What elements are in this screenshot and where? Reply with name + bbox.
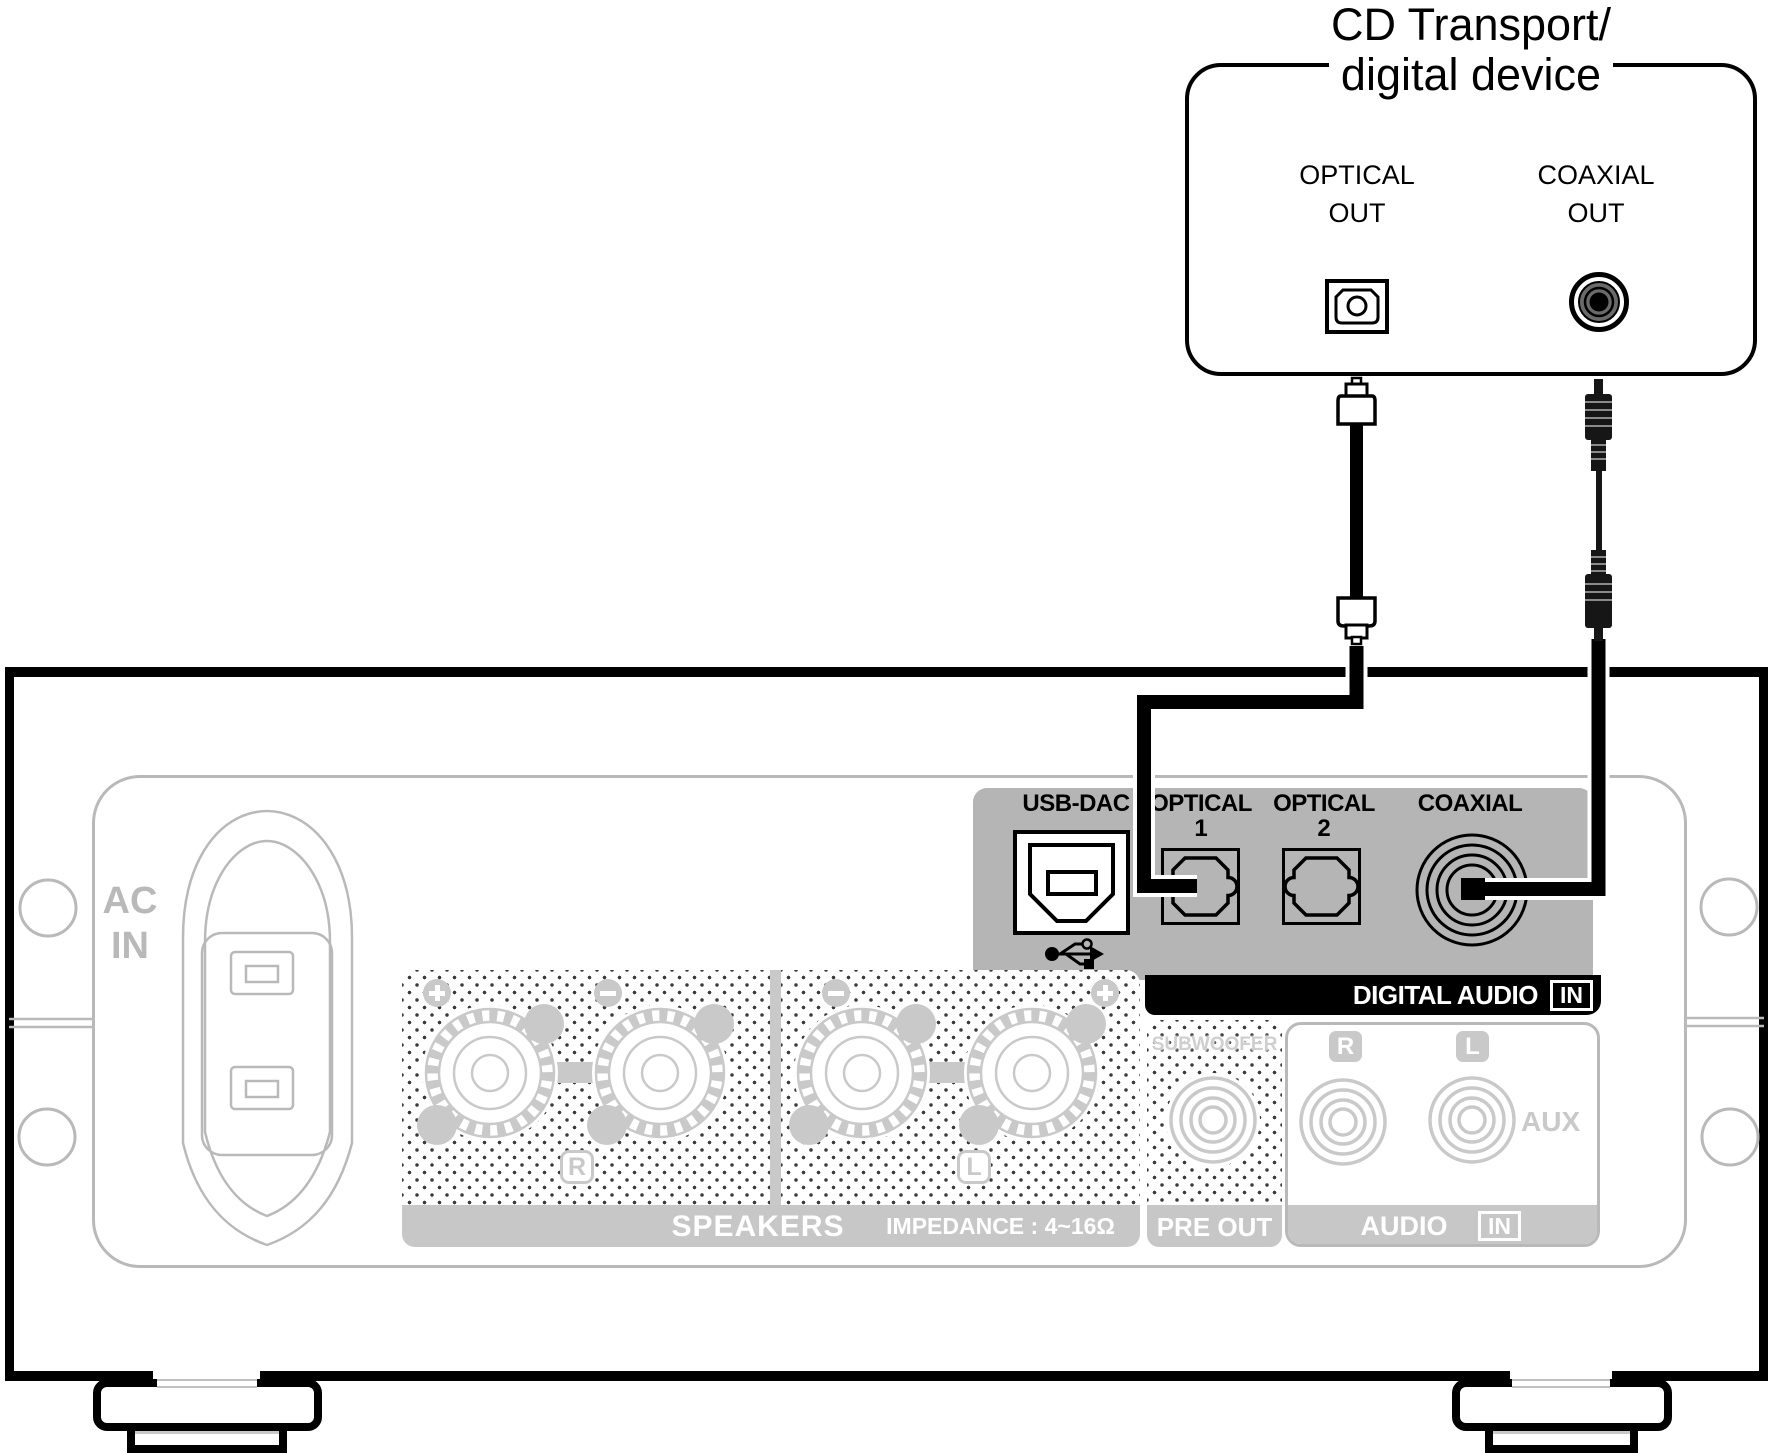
amp-bottom-edge (260, 1371, 1510, 1381)
plus-terminal-icon (1091, 979, 1119, 1007)
plus-terminal-icon (423, 979, 451, 1007)
right-foot-base (1485, 1431, 1638, 1453)
pre-out-label: PRE OUT (1156, 1212, 1273, 1242)
usb-dac-port (1013, 830, 1130, 935)
audio-in-strip (1288, 1205, 1597, 1244)
toslink-plug-icon (1336, 596, 1377, 646)
toslink-plug-icon (1336, 376, 1377, 426)
optical1-port (1161, 848, 1240, 925)
digital-audio-in-banner: DIGITAL AUDIO IN (1145, 975, 1601, 1015)
diagram-title: CD Transport/ digital device (1185, 0, 1757, 100)
speakers-strip (402, 1205, 1140, 1247)
rear-panel-plate (92, 775, 1687, 1268)
speakers-label: SPEAKERS (671, 1210, 845, 1243)
optical1-number: 1 (1194, 815, 1208, 842)
minus-terminal-icon (594, 979, 622, 1007)
impedance-label: IMPEDANCE : 4~16Ω (886, 1213, 1115, 1239)
audio-label: AUDIO (1360, 1211, 1448, 1241)
usb-dac-label: USB-DAC (1022, 790, 1130, 817)
left-foot-gap (157, 1376, 257, 1392)
optical2-port (1282, 848, 1361, 925)
right-foot-gap (1512, 1376, 1610, 1392)
optical2-number: 2 (1317, 815, 1331, 842)
speaker-block-divider (770, 970, 781, 1205)
rca-plug-icon (1585, 379, 1612, 641)
title-line1: CD Transport/ (1318, 0, 1624, 50)
subwoofer-label: SUBWOOFER (1151, 1034, 1278, 1055)
ac-in-label: AC IN (102, 880, 158, 967)
audio-in-badge: IN (1478, 1211, 1521, 1241)
left-foot-base (127, 1431, 287, 1453)
speaker-r-badge: R (560, 1150, 594, 1184)
aux-label: AUX (1521, 1106, 1581, 1137)
optical2-label: OPTICAL (1273, 790, 1375, 817)
audio-l-badge: L (1456, 1031, 1489, 1062)
amplifier-rear-panel (5, 667, 1768, 1381)
speaker-l-badge: L (957, 1150, 991, 1184)
banner-in-badge: IN (1550, 979, 1593, 1011)
banner-label: DIGITAL AUDIO (1352, 979, 1539, 1010)
audio-r-badge: R (1329, 1031, 1362, 1062)
coaxial-out-label: COAXIAL OUT (1537, 160, 1655, 228)
title-line2: digital device (1328, 50, 1614, 100)
amp-bottom-edge (1612, 1371, 1768, 1381)
amp-bottom-edge (5, 1371, 153, 1381)
minus-terminal-icon (822, 979, 850, 1007)
coaxial-label: COAXIAL (1417, 790, 1523, 817)
optical-cable-upper (1350, 420, 1363, 602)
optical1-label: OPTICAL (1150, 790, 1252, 817)
pre-out-strip (1147, 1205, 1282, 1247)
optical-out-label: OPTICAL OUT (1299, 160, 1415, 228)
